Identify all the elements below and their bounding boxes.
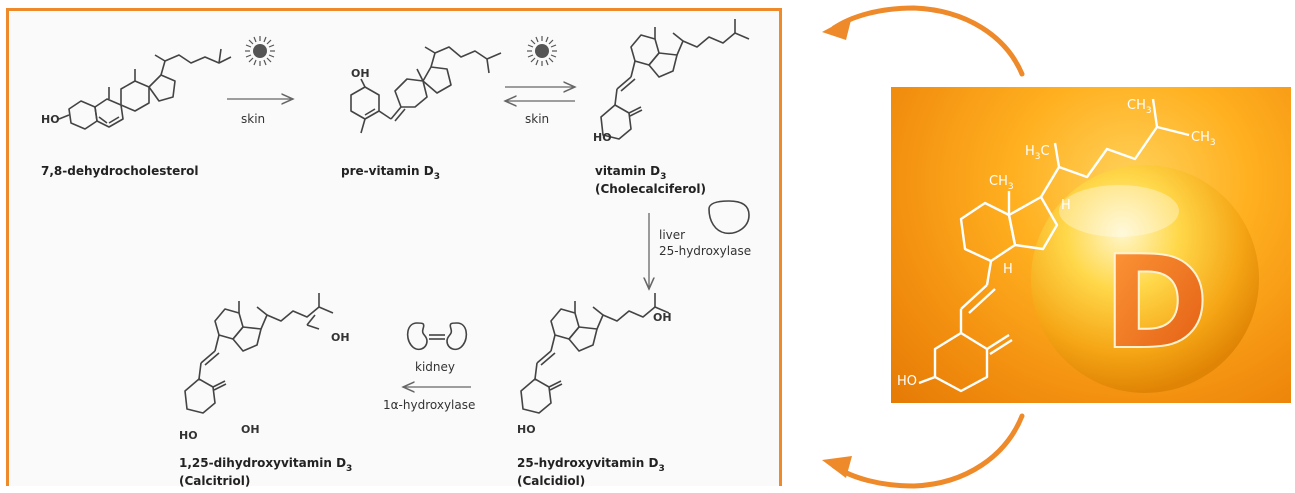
calcitriol-label: 1,25-dihydroxyvitamin D3 xyxy=(179,456,352,474)
dehydrocholesterol-structure: HO xyxy=(41,48,232,130)
calcitriol-structure xyxy=(184,292,334,414)
card-ch3-top: CH3 xyxy=(1127,98,1152,116)
curved-arrow-icon xyxy=(831,413,1025,489)
liver-icon xyxy=(708,200,750,235)
card-h-bottom: H xyxy=(1003,262,1013,277)
calcidiol-oh: HO xyxy=(517,423,536,436)
sun-icon xyxy=(526,35,558,67)
previtamin-oh: OH xyxy=(351,67,370,80)
calcidiol-label-2: (Calcidiol) xyxy=(517,474,585,488)
liver-label: liver xyxy=(659,228,685,242)
calcidiol-structure xyxy=(520,292,670,414)
vitamin-d3-oh: HO xyxy=(593,131,612,144)
card-ch3-mid: CH3 xyxy=(989,174,1014,192)
sun-icon xyxy=(244,35,276,67)
curved-arrow-head-top xyxy=(822,16,852,40)
calcidiol-label: 25-hydroxyvitamin D3 xyxy=(517,456,665,474)
card-ho: HO xyxy=(897,374,917,389)
kidney-icon xyxy=(406,322,468,351)
card-h-right: H xyxy=(1061,198,1071,213)
sphere-highlight xyxy=(1059,185,1179,237)
pathway-diagram: HO 7,8-dehydrocholesterol skin OH pre-vi… xyxy=(41,18,751,488)
curved-arrow-head-bottom xyxy=(822,456,852,478)
kidney-label: kidney xyxy=(415,360,455,374)
previtamin-structure: OH xyxy=(350,46,502,134)
card-h3c: H3C xyxy=(1025,144,1050,162)
vitamin-d-card: D CH3 CH3 H3C CH3 H H HO xyxy=(891,87,1291,403)
dehydrocholesterol-label: 7,8-dehydrocholesterol xyxy=(41,164,199,178)
vitamin-d3-label: vitamin D3 xyxy=(595,164,666,182)
previtamin-label: pre-vitamin D3 xyxy=(341,164,440,182)
diagram-panel: HO 7,8-dehydrocholesterol skin OH pre-vi… xyxy=(6,8,782,488)
curved-arrow-icon xyxy=(831,5,1025,77)
dehydrocholesterol-oh: HO xyxy=(41,113,60,126)
vitamin-d3-label-2: (Cholecalciferol) xyxy=(595,182,706,196)
step1-label: skin xyxy=(241,112,265,126)
calcitriol-oh: HO xyxy=(179,429,198,442)
calcidiol-tail-oh: OH xyxy=(653,311,672,324)
vitamin-d-illustration: D CH3 CH3 H3C CH3 H H HO xyxy=(897,98,1259,393)
card-molecule xyxy=(918,98,1190,393)
liver-enzyme-label: 25-hydroxylase xyxy=(659,244,751,258)
vitamin-d-letter: D xyxy=(1103,229,1209,378)
calcitriol-tail-oh: OH xyxy=(331,331,350,344)
kidney-enzyme-label: 1α-hydroxylase xyxy=(383,398,475,412)
step2-label: skin xyxy=(525,112,549,126)
card-ch3-right: CH3 xyxy=(1191,130,1216,148)
vitamin-d3-structure xyxy=(600,18,750,140)
calcitriol-label-2: (Calcitriol) xyxy=(179,474,250,488)
vitamin-sphere xyxy=(1031,165,1259,393)
calcitriol-ring-oh: OH xyxy=(241,423,260,436)
